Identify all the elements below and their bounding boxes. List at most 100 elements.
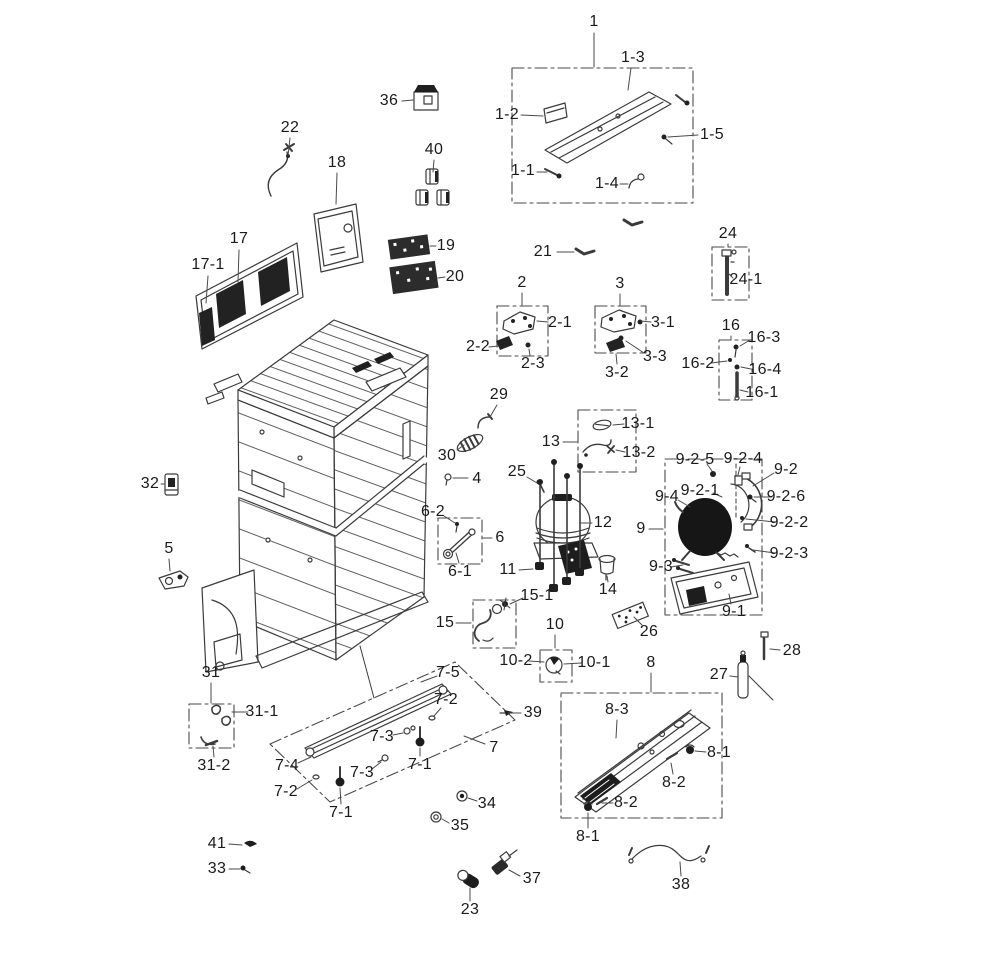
part-label-9-1: 9-1: [721, 603, 747, 621]
part-label-16-2: 16-2: [681, 355, 715, 373]
part-label-36: 36: [379, 92, 399, 110]
part-label-6: 6: [495, 529, 505, 547]
part-label-27: 27: [709, 666, 729, 684]
part-label-16-3: 16-3: [747, 329, 781, 347]
leader-line-9-2-5: [706, 463, 713, 472]
part-label-9-2: 9-2: [773, 461, 799, 479]
part-label-16-4: 16-4: [748, 361, 782, 379]
part-label-17-1: 17-1: [191, 256, 225, 274]
part-label-9: 9: [636, 520, 646, 538]
part-17: [195, 242, 304, 350]
leader-line-37: [508, 869, 521, 877]
part-label-10: 10: [545, 616, 565, 634]
part-label-7-1-a: 7-1: [407, 756, 433, 774]
part-label-1-2: 1-2: [494, 106, 520, 124]
leader-line-16-4: [740, 366, 752, 370]
leader-line-7-2-b: [296, 779, 313, 790]
leader-line-24-1: [728, 273, 734, 279]
part-label-14: 14: [598, 581, 618, 599]
leader-line-34: [467, 797, 478, 802]
leader-line-1-5: [667, 134, 699, 138]
leader-line-6-2: [443, 515, 456, 524]
part-label-2-3: 2-3: [520, 355, 546, 373]
leader-line-3-1: [640, 320, 652, 323]
part-label-1-4: 1-4: [594, 175, 620, 193]
leader-line-27: [729, 675, 739, 678]
leader-line-17: [237, 249, 240, 283]
leader-line-9-4: [677, 499, 691, 508]
part-label-7-3-b: 7-3: [349, 764, 375, 782]
part-label-8-3: 8-3: [604, 701, 630, 719]
part-label-11: 11: [499, 561, 517, 579]
leader-line-11: [518, 568, 534, 571]
part-label-16: 16: [721, 317, 741, 335]
leader-line-5: [168, 558, 171, 572]
part-label-7-3-a: 7-3: [369, 728, 395, 746]
part-label-33: 33: [207, 860, 227, 878]
leader-line-16-2: [710, 360, 728, 364]
group-box-10: [539, 649, 573, 683]
part-label-1-3: 1-3: [620, 49, 646, 67]
leader-line-2-2: [488, 345, 499, 348]
leader-line-9-2: [752, 472, 775, 487]
leader-line-7-2-a: [433, 707, 442, 717]
part-label-5: 5: [164, 540, 174, 558]
part-label-1-5: 1-5: [699, 126, 725, 144]
part-label-2: 2: [517, 274, 527, 292]
group-box-16: [718, 339, 753, 401]
leader-line-9-2-1: [712, 492, 723, 498]
part-label-24: 24: [718, 225, 738, 243]
leader-line-7-5: [420, 675, 438, 683]
leader-line-7-1-b: [339, 787, 342, 805]
part-label-8-1-a: 8-1: [706, 744, 732, 762]
leader-line-31-2: [212, 745, 215, 758]
part-label-7-1-b: 7-1: [328, 804, 354, 822]
part-label-20: 20: [445, 268, 465, 286]
part-label-24-1: 24-1: [729, 271, 763, 289]
part-14: [598, 554, 616, 581]
leader-line-2-3: [528, 348, 531, 357]
part-19: [387, 234, 431, 260]
leader-line-7-3-b: [371, 761, 382, 770]
part-label-35: 35: [450, 817, 470, 835]
part-label-8: 8: [646, 654, 656, 672]
part-label-8-2-b: 8-2: [613, 794, 639, 812]
leader-line-7: [463, 735, 486, 745]
part-label-9-2-3: 9-2-3: [769, 545, 809, 563]
cabinet-drawing: [201, 319, 429, 699]
part-label-6-2: 6-2: [420, 503, 446, 521]
part-label-9-2-4: 9-2-4: [723, 450, 763, 468]
part-label-31: 31: [201, 664, 221, 682]
part-40: [415, 168, 450, 206]
part-34: [456, 790, 468, 802]
part-label-18: 18: [327, 154, 347, 172]
leader-line-8-3: [615, 719, 618, 739]
part-21: [574, 218, 644, 256]
group-box-8: [560, 692, 723, 819]
part-37: [491, 849, 518, 875]
leader-line-10-1: [563, 662, 582, 665]
part-label-13: 13: [541, 433, 561, 451]
leader-line-22: [287, 137, 291, 157]
group-box-1: [511, 67, 694, 204]
part-label-9-2-2: 9-2-2: [769, 514, 809, 532]
part-label-7-2-a: 7-2: [433, 691, 459, 709]
part-label-2-1: 2-1: [547, 314, 573, 332]
leader-line-26: [633, 616, 643, 626]
part-label-10-1: 10-1: [577, 654, 611, 672]
group-box-31: [188, 703, 235, 749]
part-label-23: 23: [460, 901, 480, 919]
part-label-13-2: 13-2: [622, 444, 656, 462]
part-26: [611, 601, 649, 630]
part-label-8-2-a: 8-2: [661, 774, 687, 792]
part-label-4: 4: [472, 470, 482, 488]
leader-line-36: [401, 99, 414, 102]
group-box-2: [496, 305, 549, 357]
part-5: [158, 570, 189, 590]
part-38: [628, 844, 710, 864]
leader-line-1-3: [627, 67, 632, 91]
leader-line-17-1: [205, 275, 209, 304]
part-27: [737, 650, 774, 701]
